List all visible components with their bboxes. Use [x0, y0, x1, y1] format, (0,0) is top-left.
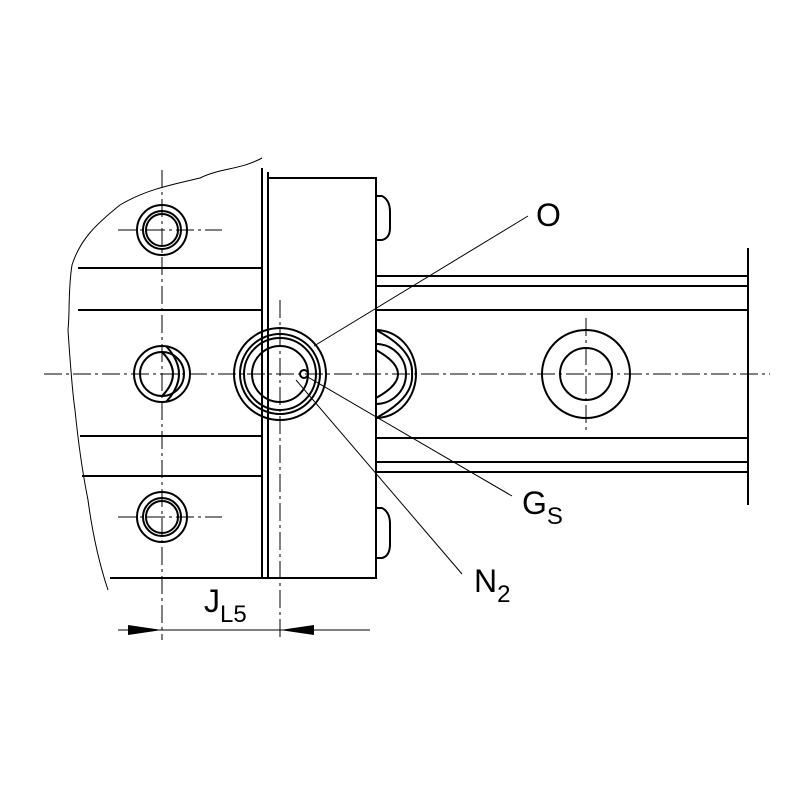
- label-gs: GS: [522, 485, 563, 530]
- dimension-jl5: [118, 625, 370, 635]
- leader-lines: [295, 215, 529, 575]
- break-line: [67, 157, 263, 591]
- label-o: O: [536, 197, 561, 233]
- rail-hole-right: [541, 329, 631, 419]
- label-n2: N2: [474, 563, 510, 608]
- center-lines: [44, 170, 770, 640]
- label-jl5: JL5: [204, 583, 247, 628]
- guide-rail: [376, 248, 749, 505]
- end-cap: [267, 177, 391, 579]
